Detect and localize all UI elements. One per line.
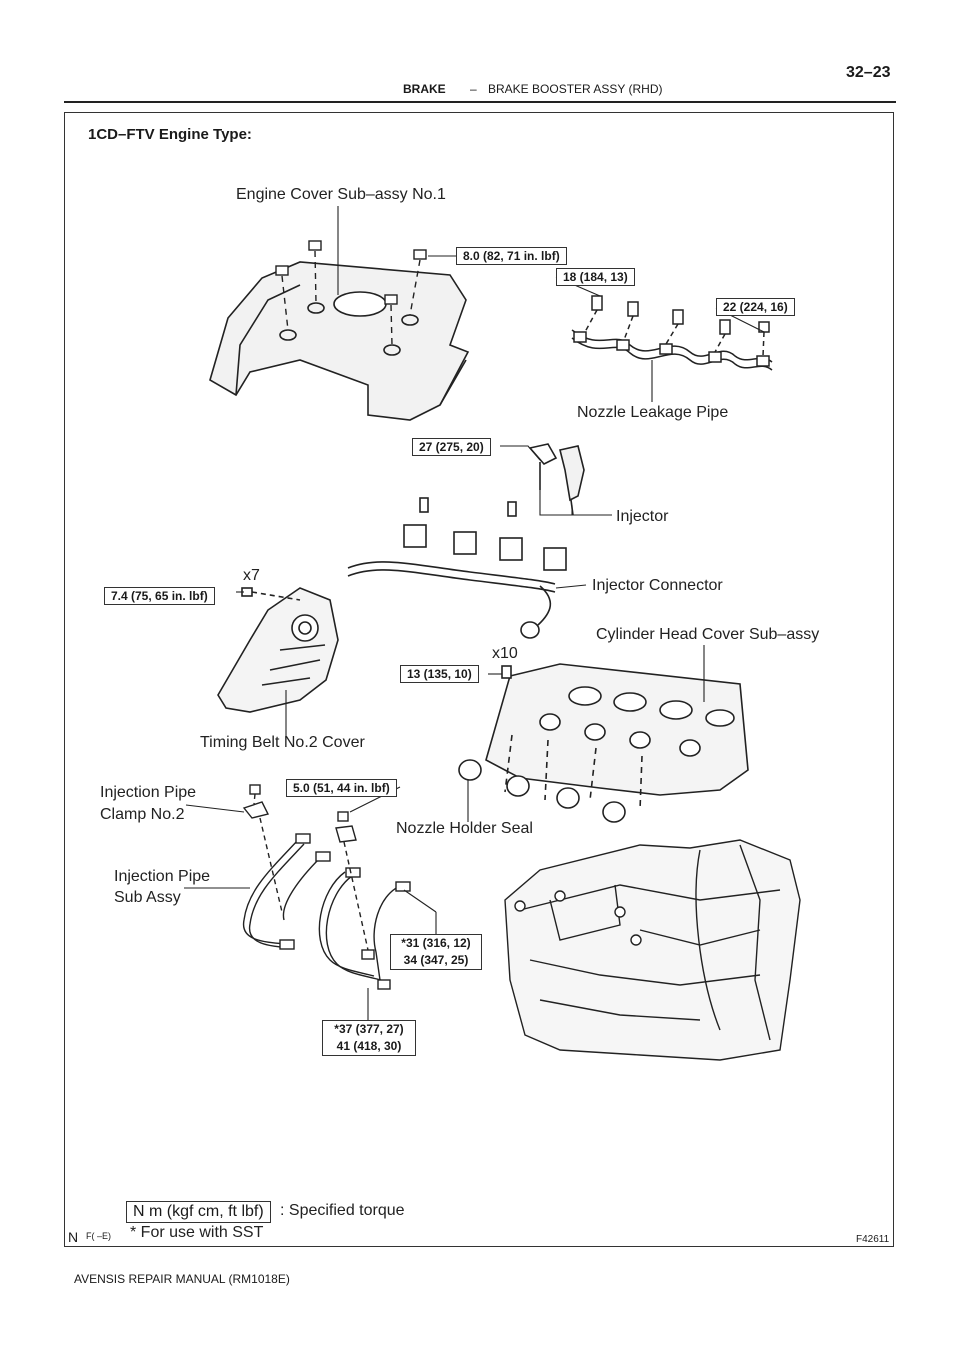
injector-connector-drawing — [347, 497, 567, 639]
label-injector-connector: Injector Connector — [592, 577, 723, 594]
label-nozzle-leakage-pipe: Nozzle Leakage Pipe — [577, 404, 729, 421]
legend-sst-note: * For use with SST — [130, 1224, 264, 1241]
label-injection-pipe-sub-line1: Injection Pipe — [114, 868, 211, 885]
header-dash: – — [470, 82, 477, 96]
footer-manual: AVENSIS REPAIR MANUAL (RM1018E) — [74, 1272, 290, 1286]
corner-small-mark: F( –E) — [86, 1231, 112, 1241]
legend-torque-desc: : Specified torque — [280, 1202, 405, 1219]
cover-nuts-drawing — [275, 240, 427, 346]
corner-mark: N — [68, 1229, 79, 1245]
page-number: 32–23 — [846, 64, 891, 81]
cylinder-head-cover-drawing — [485, 663, 749, 796]
nozzle-holder-seal-drawing — [458, 734, 643, 823]
torque-pipe-nut-b-line2: 41 (418, 30) — [336, 1039, 402, 1053]
torque-leak-pipe-bolt: 18 (184, 13) — [556, 268, 635, 286]
header-section: BRAKE — [403, 82, 446, 96]
torque-pipe-nut-b-line1: *37 (377, 27) — [334, 1022, 404, 1036]
engine-cover-drawing — [209, 261, 470, 421]
injection-pipe-drawing — [242, 784, 411, 990]
torque-cover-nut: 8.0 (82, 71 in. lbf) — [456, 247, 567, 265]
label-injection-pipe-sub-line2: Sub Assy — [114, 889, 181, 906]
timing-belt-cover-drawing — [217, 587, 339, 713]
label-nozzle-holder-seal: Nozzle Holder Seal — [396, 820, 533, 837]
figure-heading: 1CD–FTV Engine Type: — [88, 126, 252, 143]
torque-pipe-nut-a: *31 (316, 12) 34 (347, 25) — [390, 934, 482, 970]
label-cylinder-head-cover: Cylinder Head Cover Sub–assy — [596, 626, 820, 643]
figure-frame — [64, 112, 894, 1247]
torque-pipe-nut-a-line1: *31 (316, 12) — [401, 936, 471, 950]
torque-timing-cover-bolt: 7.4 (75, 65 in. lbf) — [104, 587, 215, 605]
label-injector: Injector — [616, 508, 669, 525]
leakage-pipe-drawing — [571, 295, 773, 371]
legend-torque-box: N m (kgf cm, ft lbf) — [126, 1201, 271, 1223]
torque-leak-pipe-union: 22 (224, 16) — [716, 298, 795, 316]
figure-id: F42611 — [856, 1234, 890, 1245]
label-x7: x7 — [243, 567, 260, 584]
torque-injector-clamp: 27 (275, 20) — [412, 438, 491, 456]
label-injection-pipe-clamp-line1: Injection Pipe — [100, 784, 197, 801]
engine-block-drawing — [504, 839, 801, 1061]
leader-lines — [184, 206, 765, 1020]
torque-pipe-clamp-bolt: 5.0 (51, 44 in. lbf) — [286, 779, 397, 797]
label-x10: x10 — [492, 645, 518, 662]
injector-drawing — [528, 443, 585, 516]
torque-pipe-nut-a-line2: 34 (347, 25) — [403, 953, 469, 967]
label-injection-pipe-clamp-line2: Clamp No.2 — [100, 806, 185, 823]
label-engine-cover: Engine Cover Sub–assy No.1 — [236, 186, 446, 203]
header-rule — [64, 101, 896, 103]
header-subsection: BRAKE BOOSTER ASSY (RHD) — [488, 82, 663, 96]
torque-pipe-nut-b: *37 (377, 27) 41 (418, 30) — [322, 1020, 416, 1056]
torque-head-cover-bolt: 13 (135, 10) — [400, 665, 479, 683]
label-timing-belt-cover: Timing Belt No.2 Cover — [200, 734, 365, 751]
